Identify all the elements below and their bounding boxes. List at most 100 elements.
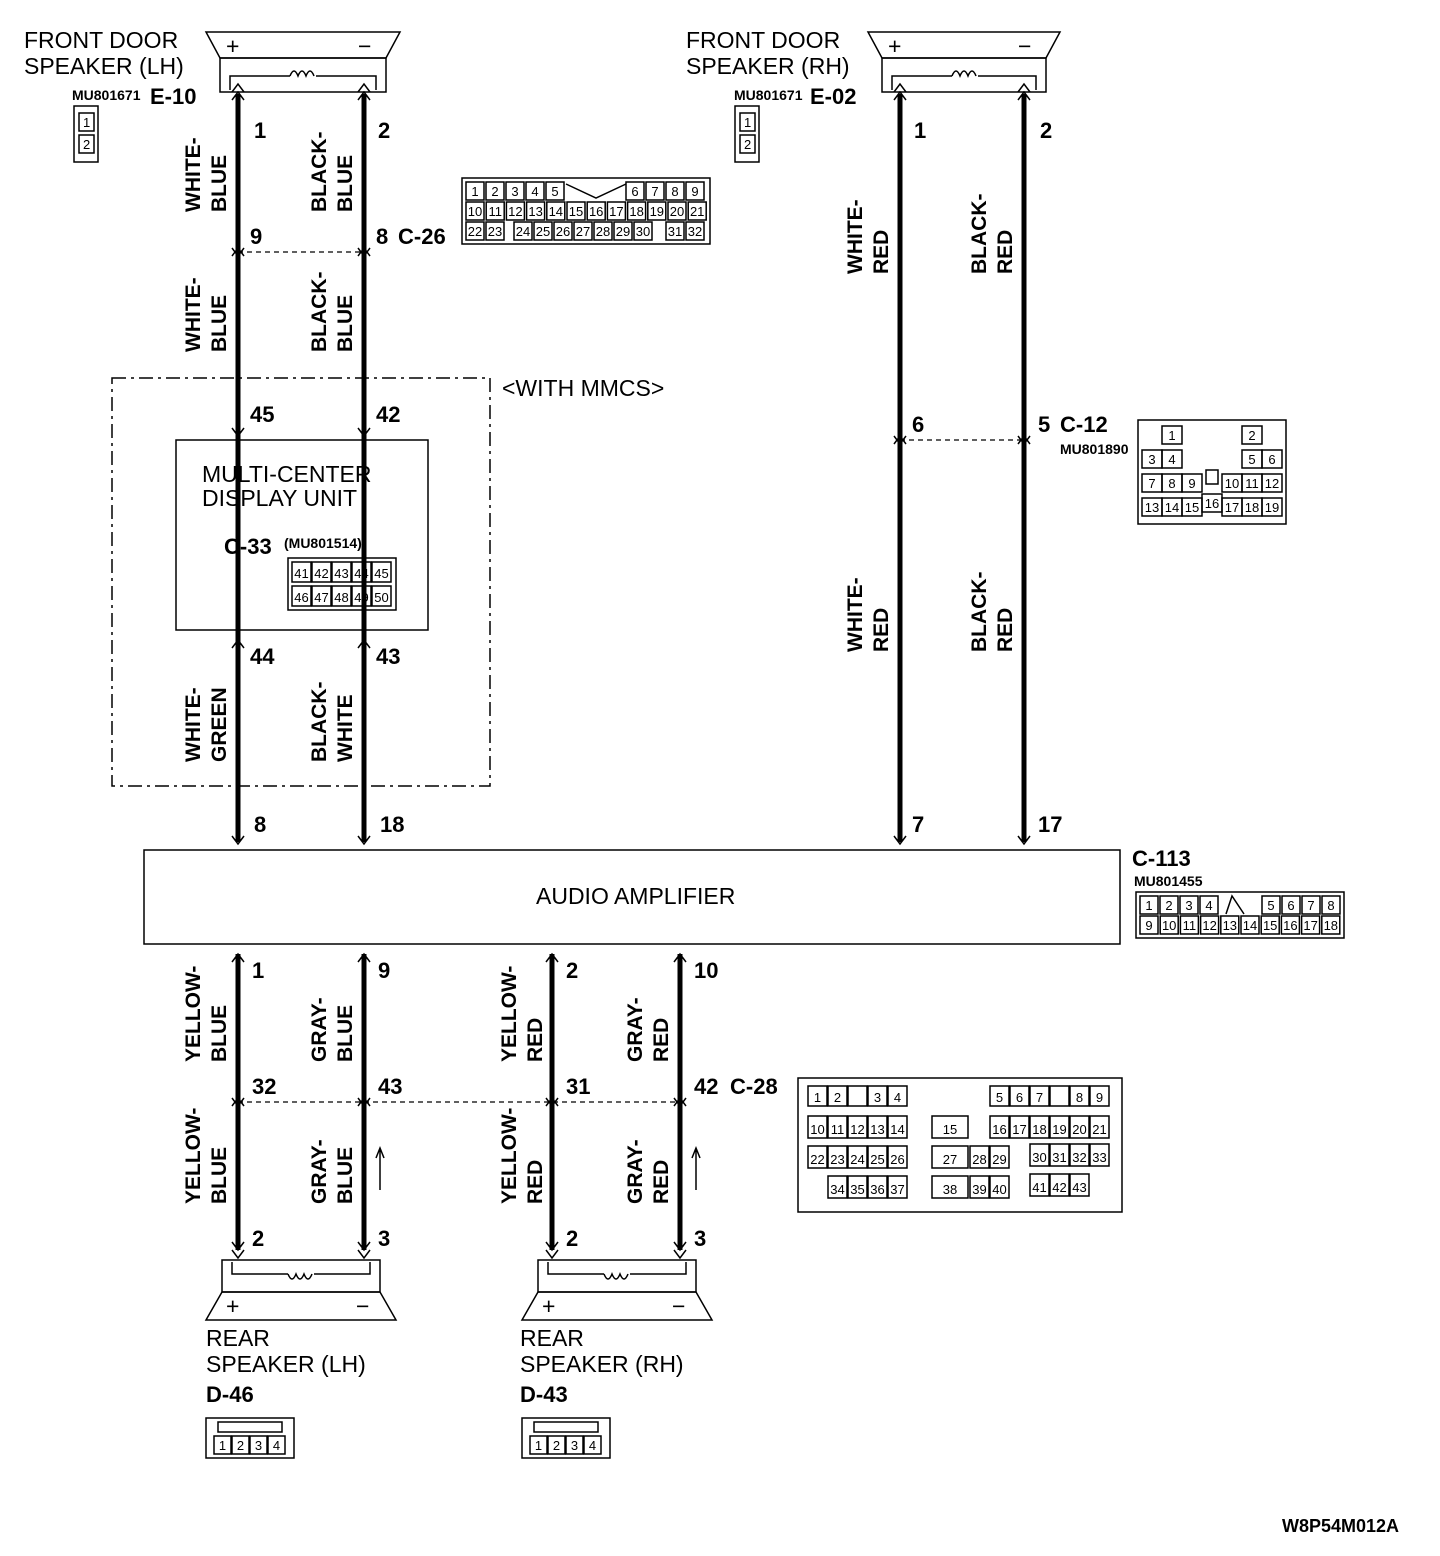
pin-cell-label: 23 — [488, 224, 502, 239]
pin-cell — [969, 1175, 990, 1199]
pin-number: 43 — [376, 644, 400, 669]
pin-cell — [807, 1145, 828, 1169]
pin-cell-label: 21 — [1092, 1122, 1106, 1137]
pin-cell-label: 44 — [354, 566, 368, 581]
pin-cell-label: 10 — [810, 1122, 824, 1137]
pin-cell — [807, 1115, 828, 1139]
pin-cell — [1089, 1085, 1110, 1107]
pin-cell — [887, 1175, 908, 1199]
wire-color-label: RED — [650, 1160, 673, 1204]
pin-cell — [1179, 895, 1199, 915]
pin-cell — [371, 585, 392, 607]
pin-cell-label: 13 — [1223, 918, 1237, 933]
wire-color-label: GRAY- — [308, 1139, 331, 1204]
connector-outline — [1137, 419, 1287, 525]
c113-part-number: MU801455 — [1134, 873, 1203, 889]
pin-cell — [267, 1435, 286, 1455]
pin-cell-label: 5 — [996, 1090, 1003, 1105]
pin-cell — [1029, 1085, 1050, 1107]
c33-connector-face — [287, 557, 397, 611]
pin-cell — [291, 585, 312, 607]
pin-cell-label: 4 — [894, 1090, 901, 1105]
pin-cell — [685, 181, 705, 201]
pin-cell — [887, 1085, 908, 1107]
pin-cell — [1220, 915, 1240, 935]
pin-cell — [1321, 915, 1341, 935]
c113-connector-face — [1135, 891, 1345, 939]
c12-connector-id: C-12 — [1060, 412, 1108, 437]
pin-cell-label: 28 — [972, 1152, 986, 1167]
terminal-mark — [1017, 82, 1031, 93]
terminal-mark — [893, 835, 907, 846]
rear-lh-connector-id: D-46 — [206, 1382, 254, 1407]
terminal-mark — [357, 247, 371, 258]
pin-cell — [525, 201, 546, 221]
terminal-mark — [231, 1249, 245, 1260]
pin-cell-label: 4 — [531, 184, 538, 199]
pin-cell-label: 48 — [334, 590, 348, 605]
pin-cell — [213, 1435, 232, 1455]
pin-cell-label: 8 — [1168, 476, 1175, 491]
terminal-mark — [893, 82, 907, 93]
pin-cell — [505, 201, 526, 221]
speaker-coil-leads — [231, 1262, 371, 1275]
wire-color-label: BLUE — [208, 155, 231, 212]
speaker-coil-leads — [547, 1262, 687, 1275]
pin-cell-label: 17 — [609, 204, 623, 219]
pin-cell — [847, 1115, 868, 1139]
pin-cell-label: 46 — [294, 590, 308, 605]
mmcs-option-label: <WITH MMCS> — [502, 375, 664, 401]
pin-cell — [847, 1085, 868, 1107]
pin-cell-label: 10 — [468, 204, 482, 219]
pin-cell — [1205, 469, 1219, 485]
speaker-body — [219, 57, 387, 93]
pin-cell-label: 16 — [589, 204, 603, 219]
front-lh-part-number: MU801671 — [72, 87, 141, 103]
pin-cell — [989, 1115, 1010, 1139]
pin-cell — [887, 1145, 908, 1169]
pin-cell-label: 19 — [650, 204, 664, 219]
coil-icon — [951, 70, 977, 79]
pin-cell — [546, 201, 566, 221]
terminal-mark — [357, 1096, 371, 1107]
terminal-mark — [673, 952, 687, 963]
front-speaker-rh: FRONT DOOR SPEAKER (RH) MU801671 E-02 + … — [686, 27, 1062, 163]
wire-color-label: WHITE- — [844, 199, 867, 274]
pin-cell — [626, 201, 647, 221]
pin-cell-label: 34 — [830, 1182, 844, 1197]
pin-cell-label: 29 — [992, 1152, 1006, 1167]
terminal-mark — [357, 427, 371, 438]
pin-cell-label: 24 — [516, 224, 530, 239]
pin-cell — [78, 134, 95, 154]
pin-cell-label: 16 — [1205, 496, 1219, 511]
pin-cell-label: 29 — [616, 224, 630, 239]
pin-cell — [1321, 895, 1341, 915]
pin-cell — [1241, 425, 1263, 445]
pin-cell-label: 10 — [1162, 918, 1176, 933]
pin-cell-label: 12 — [1202, 918, 1216, 933]
pin-number: 5 — [1038, 412, 1050, 437]
pin-cell-label: 38 — [943, 1182, 957, 1197]
pin-cell-label: 41 — [294, 566, 308, 581]
terminal-mark — [893, 434, 907, 445]
terminal-mark — [673, 1241, 687, 1252]
pin-cell-label: 30 — [636, 224, 650, 239]
wire-color-label: RED — [870, 608, 893, 652]
wire-color-label: WHITE- — [182, 137, 205, 212]
wire-color-label: RED — [524, 1160, 547, 1204]
pin-cell-label: 40 — [992, 1182, 1006, 1197]
speaker-coil-leads — [229, 75, 377, 90]
pin-cell — [867, 1085, 888, 1107]
pin-cell-label: 22 — [810, 1152, 824, 1167]
pin-cell — [1261, 473, 1283, 493]
connector-outline — [797, 1077, 1123, 1213]
pin-cell — [645, 181, 665, 201]
terminal-mark — [357, 1249, 371, 1260]
pin-cell-label: 21 — [690, 204, 704, 219]
pin-cell-label: 6 — [631, 184, 638, 199]
pin-cell — [485, 201, 505, 221]
pin-cell-label: 14 — [1243, 918, 1257, 933]
pin-cell-label: 30 — [1032, 1150, 1046, 1165]
